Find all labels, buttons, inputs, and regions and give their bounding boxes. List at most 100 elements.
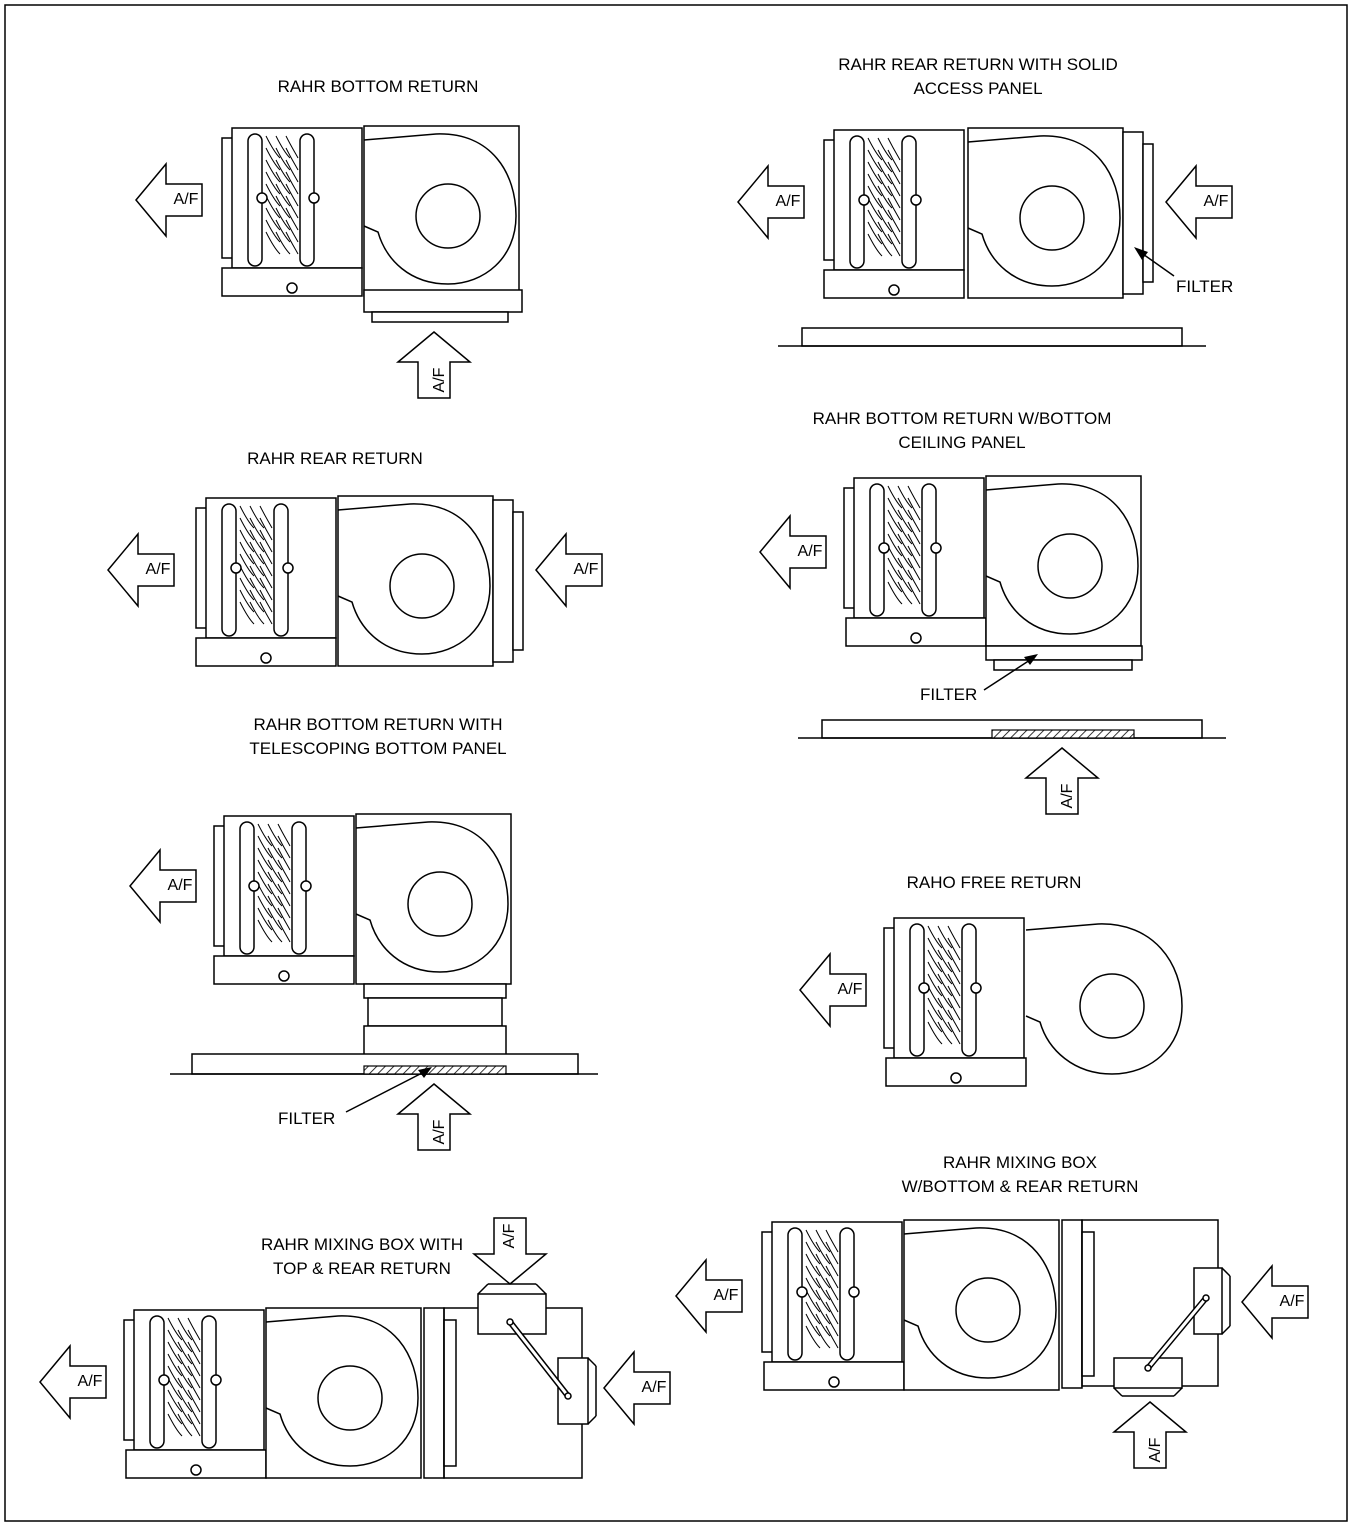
coil-section bbox=[221, 127, 363, 269]
filter-leader-arrowhead bbox=[418, 1067, 432, 1078]
config-free-return: RAHO FREE RETURN A/F bbox=[799, 873, 1183, 1087]
title-telescoping-line2: TELESCOPING BOTTOM PANEL bbox=[249, 739, 506, 758]
filter-label: FILTER bbox=[278, 1109, 335, 1128]
bottom-return-duct bbox=[363, 289, 523, 313]
top-return-bevel bbox=[535, 1283, 547, 1295]
damper-blade-inner bbox=[508, 1320, 570, 1398]
coil-section bbox=[843, 477, 985, 619]
airflow-label: A/F bbox=[838, 981, 863, 998]
filter-label: FILTER bbox=[920, 685, 977, 704]
airflow-label: A/F bbox=[431, 367, 448, 392]
config-rear-return: RAHR REAR RETURN A/F A/F bbox=[107, 449, 603, 667]
damper-pivot bbox=[1144, 1364, 1152, 1372]
title-mixing-bottom-line1: RAHR MIXING BOX bbox=[943, 1153, 1097, 1172]
airflow-label: A/F bbox=[146, 561, 171, 578]
config-bottom-ceiling-panel: RAHR BOTTOM RETURN W/BOTTOM CEILING PANE… bbox=[759, 409, 1226, 815]
airflow-label: A/F bbox=[798, 543, 823, 560]
title-rear-return: RAHR REAR RETURN bbox=[247, 449, 423, 468]
title-free-return: RAHO FREE RETURN bbox=[907, 873, 1082, 892]
rear-return-duct bbox=[1122, 131, 1144, 295]
coil-section bbox=[883, 917, 1025, 1059]
blower-section bbox=[265, 1307, 422, 1479]
blower-section bbox=[363, 125, 520, 297]
telescoping-sleeve bbox=[367, 997, 503, 1027]
telescoping-upper-section bbox=[363, 983, 507, 999]
rear-return-duct bbox=[492, 499, 514, 663]
filter-media bbox=[363, 1065, 507, 1075]
rear-return-flange bbox=[1142, 143, 1154, 283]
filter-leader-line bbox=[983, 659, 1031, 691]
airflow-label: A/F bbox=[168, 877, 193, 894]
bottom-filter-flange bbox=[993, 659, 1133, 671]
damper-blade-inner bbox=[1146, 1296, 1208, 1370]
airflow-label: A/F bbox=[78, 1373, 103, 1390]
coil-section bbox=[195, 497, 337, 639]
title-solid-panel-line1: RAHR REAR RETURN WITH SOLID bbox=[838, 55, 1118, 74]
blower-section bbox=[985, 475, 1142, 647]
config-mixing-box-bottom-rear: RAHR MIXING BOX W/BOTTOM & REAR RETURN A… bbox=[675, 1153, 1309, 1469]
filter-label: FILTER bbox=[1176, 277, 1233, 296]
blower-section bbox=[967, 127, 1124, 299]
bottom-filter-rack bbox=[985, 645, 1143, 661]
bottom-return-opening bbox=[1113, 1357, 1183, 1389]
title-bottom-return: RAHR BOTTOM RETURN bbox=[278, 77, 479, 96]
drain-pan bbox=[845, 617, 987, 647]
airflow-label: A/F bbox=[174, 191, 199, 208]
bottom-return-bevel bbox=[1113, 1387, 1123, 1397]
bottom-return-flange bbox=[371, 311, 509, 323]
title-ceiling-panel-line2: CEILING PANEL bbox=[898, 433, 1025, 452]
blower-section bbox=[903, 1219, 1060, 1391]
blower-open bbox=[1025, 923, 1183, 1075]
mixing-box-flange bbox=[1081, 1231, 1095, 1377]
drain-pan bbox=[823, 269, 965, 299]
filter-media bbox=[991, 729, 1135, 739]
drain-pan bbox=[125, 1449, 267, 1479]
airflow-label: A/F bbox=[1204, 193, 1229, 210]
config-bottom-return: RAHR BOTTOM RETURN A/F A/F bbox=[135, 77, 523, 399]
config-mixing-box-top-rear: RAHR MIXING BOX WITH TOP & REAR RETURN A… bbox=[39, 1217, 671, 1479]
damper-pivot bbox=[506, 1318, 514, 1326]
config-telescoping-panel: RAHR BOTTOM RETURN WITH TELESCOPING BOTT… bbox=[129, 715, 598, 1151]
filter-leader-arrowhead bbox=[1134, 247, 1148, 260]
rear-return-bevel bbox=[587, 1415, 597, 1425]
damper-pivot bbox=[564, 1392, 572, 1400]
rear-return-bevel bbox=[1221, 1267, 1231, 1277]
drawing-border bbox=[4, 4, 1348, 1522]
damper-pivot bbox=[1202, 1294, 1210, 1302]
airflow-label: A/F bbox=[1280, 1293, 1305, 1310]
drain-pan bbox=[763, 1361, 905, 1391]
blower-section bbox=[355, 813, 512, 985]
mixing-box-flange bbox=[443, 1319, 457, 1467]
coil-section bbox=[123, 1309, 265, 1451]
airflow-label: A/F bbox=[431, 1119, 448, 1144]
airflow-label: A/F bbox=[776, 193, 801, 210]
coil-section bbox=[213, 815, 355, 957]
title-mixing-bottom-line2: W/BOTTOM & REAR RETURN bbox=[902, 1177, 1139, 1196]
airflow-label: A/F bbox=[714, 1287, 739, 1304]
rear-return-flange bbox=[512, 511, 524, 651]
solid-access-panel bbox=[801, 327, 1183, 347]
mixing-box-damper-frame bbox=[423, 1307, 445, 1479]
mixing-box-damper-frame bbox=[1061, 1219, 1083, 1389]
filter-leader-arrowhead bbox=[1024, 654, 1038, 665]
coil-section bbox=[761, 1221, 903, 1363]
drain-pan bbox=[885, 1057, 1027, 1087]
filter-leader-line bbox=[1139, 251, 1175, 277]
config-solid-access-panel: RAHR REAR RETURN WITH SOLID ACCESS PANEL… bbox=[737, 55, 1233, 347]
drain-pan bbox=[221, 267, 363, 297]
bottom-return-bevel bbox=[1173, 1387, 1183, 1397]
rear-return-bevel bbox=[587, 1357, 597, 1367]
title-ceiling-panel-line1: RAHR BOTTOM RETURN W/BOTTOM bbox=[813, 409, 1112, 428]
airflow-label: A/F bbox=[1147, 1437, 1164, 1462]
airflow-label: A/F bbox=[642, 1379, 667, 1396]
drain-pan bbox=[213, 955, 355, 985]
title-mixing-top-line2: TOP & REAR RETURN bbox=[273, 1259, 451, 1278]
top-return-bevel bbox=[477, 1283, 489, 1295]
filter-leader-line bbox=[345, 1071, 425, 1113]
rear-return-bevel bbox=[1221, 1325, 1231, 1335]
coil-section bbox=[823, 129, 965, 271]
airflow-label: A/F bbox=[574, 561, 599, 578]
drain-pan bbox=[195, 637, 337, 667]
title-mixing-top-line1: RAHR MIXING BOX WITH bbox=[261, 1235, 463, 1254]
